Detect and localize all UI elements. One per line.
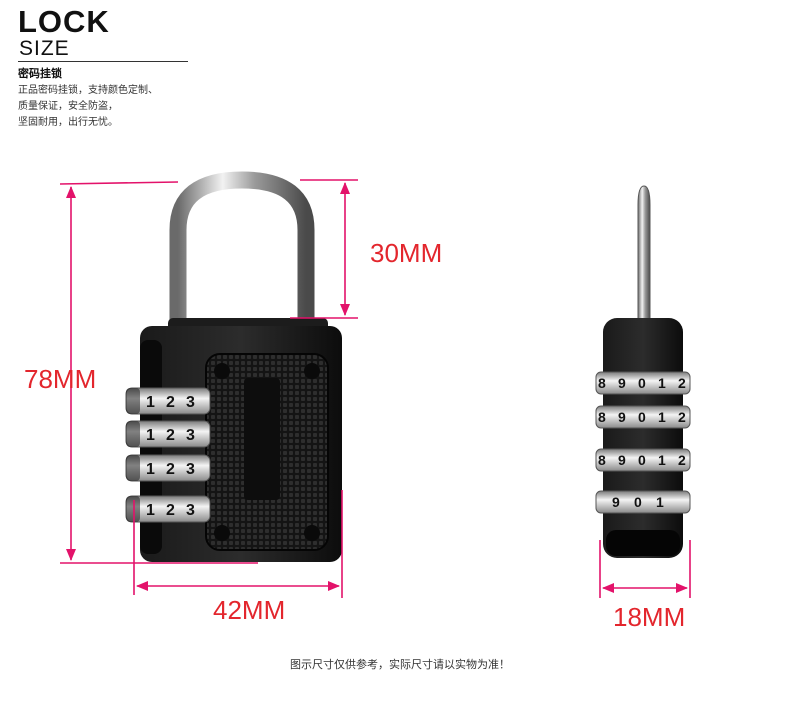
front-shackle	[169, 171, 315, 349]
side-dial-digit: 8	[598, 375, 606, 391]
product-name: 密码挂锁	[18, 67, 62, 80]
title-size: SIZE	[19, 37, 70, 60]
dim-label-78mm: 78MM	[24, 364, 97, 394]
side-dial-digit: 0	[638, 375, 646, 391]
side-dial-digit: 9	[618, 409, 626, 425]
title-lock: LOCK	[18, 4, 110, 39]
front-dial-digit: 1	[146, 461, 155, 478]
front-dial-digit: 3	[186, 502, 195, 519]
dim-label-30mm: 30MM	[370, 238, 443, 268]
side-dial-digit: 1	[656, 494, 664, 510]
front-dial-digit: 1	[146, 427, 155, 444]
side-dial-digit: 1	[658, 375, 666, 391]
side-dial-digit: 8	[598, 452, 606, 468]
front-dial-digit: 3	[186, 461, 195, 478]
description-line-3: 坚固耐用，出行无忧。	[18, 117, 118, 128]
description-line-1: 正品密码挂锁，支持颜色定制、	[18, 85, 158, 96]
dimension-lines	[59, 179, 691, 598]
front-dial-digit: 2	[166, 394, 175, 411]
front-dial-digit: 3	[186, 394, 195, 411]
front-dial-digit: 1	[146, 502, 155, 519]
side-dial-digit: 9	[612, 494, 620, 510]
side-lock-body	[603, 318, 683, 558]
front-dial-digit: 3	[186, 427, 195, 444]
front-face-slot	[244, 378, 280, 500]
side-dial-digit: 2	[678, 452, 686, 468]
side-dial-digit: 0	[634, 494, 642, 510]
side-dial-digit: 1	[658, 409, 666, 425]
side-dial-digit: 1	[658, 452, 666, 468]
dim-label-18mm: 18MM	[613, 602, 686, 632]
side-shackle	[637, 185, 651, 322]
dim-label-42mm: 42MM	[213, 595, 286, 625]
side-dial-digit: 2	[678, 409, 686, 425]
title-divider	[18, 61, 188, 62]
front-dial-digit: 2	[166, 427, 175, 444]
front-dial-digit: 2	[166, 502, 175, 519]
footer-disclaimer: 图示尺寸仅供参考，实际尺寸请以实物为准！	[290, 658, 510, 671]
front-dial-digit: 2	[166, 461, 175, 478]
side-dial-digit: 0	[638, 452, 646, 468]
description-line-2: 质量保证，安全防盗，	[18, 101, 118, 112]
side-dial-digit: 0	[638, 409, 646, 425]
side-dial-digit: 9	[618, 452, 626, 468]
side-dial-digit: 8	[598, 409, 606, 425]
side-dial-digit: 2	[678, 375, 686, 391]
side-dial-digit: 9	[618, 375, 626, 391]
front-dial-digit: 1	[146, 394, 155, 411]
dim-78-top-extension	[59, 181, 179, 185]
